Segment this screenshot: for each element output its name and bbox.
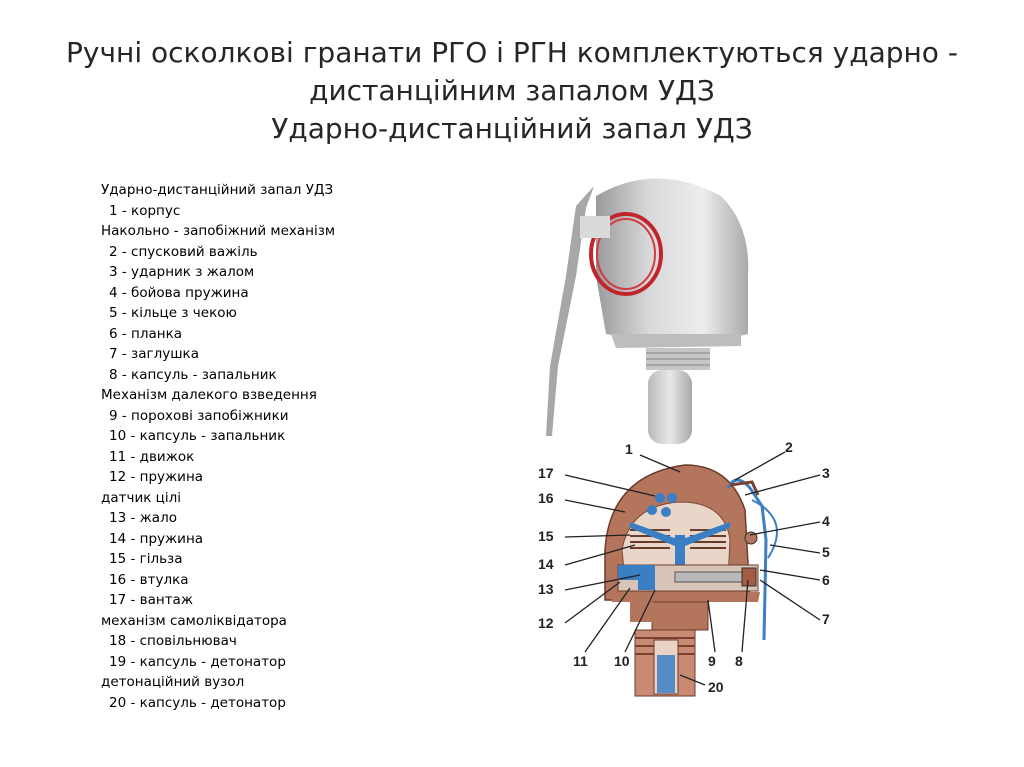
diagram-label-15: 15 <box>538 528 554 544</box>
legend-item: 14 - пружина <box>109 530 204 547</box>
legend-item: 17 - вантаж <box>109 592 193 608</box>
legend-item: 2 - спусковий важіль <box>109 243 258 260</box>
diagram-label-20: 20 <box>708 679 724 695</box>
slide-title: Ручні осколкові гранати РГО і РГН компле… <box>40 34 984 148</box>
fuse-cross-section-diagram: 1 2 3 4 5 6 7 8 9 10 11 12 13 14 15 16 1… <box>538 440 830 697</box>
legend-heading: детонаційний вузол <box>101 674 245 690</box>
legend-heading: Механізм далекого взведення <box>101 387 317 403</box>
title-line-1: Ручні осколкові гранати РГО і РГН компле… <box>66 36 958 69</box>
diagram-label-2: 2 <box>785 440 793 455</box>
legend-item: 6 - планка <box>109 325 183 342</box>
legend-item: 16 - втулка <box>109 571 189 588</box>
diagram-label-13: 13 <box>538 581 554 597</box>
legend-item: 15 - гільза <box>109 551 183 567</box>
diagram-label-8: 8 <box>735 653 743 669</box>
title-line-3: Ударно-дистанційний запал УДЗ <box>271 112 753 145</box>
diagram-label-6: 6 <box>822 572 830 588</box>
legend-item: 7 - заглушка <box>109 346 199 362</box>
legend-item: 8 - капсуль - запальник <box>109 366 277 383</box>
diagram-label-7: 7 <box>822 611 830 627</box>
diagram-label-1: 1 <box>625 441 633 457</box>
legend-item: 10 - капсуль - запальник <box>109 428 286 444</box>
diagram-label-11: 11 <box>573 653 588 669</box>
legend-item: 3 - ударник з жалом <box>109 264 255 280</box>
legend-item: 19 - капсуль - детонатор <box>109 653 286 670</box>
diagram-label-16: 16 <box>538 490 554 506</box>
diagram-label-5: 5 <box>822 544 830 560</box>
diagram-label-17: 17 <box>538 465 554 481</box>
legend-heading: датчик цілі <box>101 489 181 506</box>
legend-item: 5 - кільце з чекою <box>109 305 237 321</box>
diagram-label-3: 3 <box>822 465 830 481</box>
legend-item: 9 - порохові запобіжники <box>109 407 289 424</box>
diagram-label-14: 14 <box>538 556 554 572</box>
diagram-label-9: 9 <box>708 653 716 669</box>
diagram-label-4: 4 <box>822 513 830 529</box>
legend-item: 18 - сповільнювач <box>109 633 237 649</box>
diagram-label-12: 12 <box>538 615 554 631</box>
legend-item: 13 - жало <box>109 510 177 526</box>
legend-item: 4 - бойова пружина <box>109 284 249 301</box>
legend-heading: механізм самоліквідатора <box>101 612 287 629</box>
legend-heading: Накольно - запобіжний механізм <box>101 223 336 239</box>
legend-heading: Ударно-дистанційний запал УДЗ <box>101 182 334 198</box>
legend-item: 1 - корпус <box>109 202 181 219</box>
title-line-2: дистанційним запалом УДЗ <box>309 74 715 107</box>
legend-item: 12 - пружина <box>109 469 204 485</box>
fuse-photo <box>546 178 749 444</box>
diagram-label-10: 10 <box>614 653 630 669</box>
legend-item: 20 - капсуль - детонатор <box>109 694 286 711</box>
legend-item: 11 - движок <box>109 448 195 465</box>
